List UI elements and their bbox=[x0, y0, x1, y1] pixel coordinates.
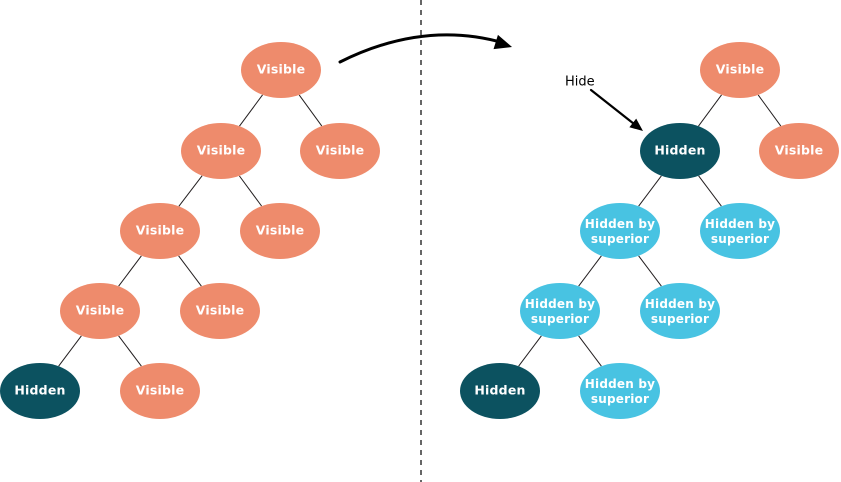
tree-node-hidden[interactable]: Hidden bbox=[640, 123, 720, 179]
node-ellipse[interactable] bbox=[60, 283, 140, 339]
hide-annotation: Hide bbox=[565, 75, 643, 131]
hide-annotation-arrow-line bbox=[589, 88, 637, 126]
node-ellipse[interactable] bbox=[120, 363, 200, 419]
node-ellipse[interactable] bbox=[0, 363, 80, 419]
node-label: Visible bbox=[257, 62, 306, 77]
after-hide-edges bbox=[518, 94, 782, 367]
node-label: Visible bbox=[136, 223, 185, 238]
node-ellipse[interactable] bbox=[640, 123, 720, 179]
tree-node-visible[interactable]: Visible bbox=[241, 42, 321, 98]
tree-node-hidden[interactable]: Hidden bbox=[460, 363, 540, 419]
tree-node-visible[interactable]: Visible bbox=[181, 123, 261, 179]
node-ellipse[interactable] bbox=[580, 203, 660, 259]
hide-annotation-label: Hide bbox=[565, 75, 595, 90]
tree-node-visible[interactable]: Visible bbox=[120, 203, 200, 259]
tree-node-visible[interactable]: Visible bbox=[300, 123, 380, 179]
tree-edge bbox=[239, 94, 263, 127]
node-ellipse[interactable] bbox=[300, 123, 380, 179]
transition-arrow bbox=[338, 33, 512, 64]
node-label: Visible bbox=[775, 143, 824, 158]
node-label: Visible bbox=[76, 303, 125, 318]
tree-edge bbox=[178, 175, 203, 207]
tree-edge bbox=[238, 175, 263, 207]
tree-node-hidden[interactable]: Hidden bbox=[0, 363, 80, 419]
node-label: Visible bbox=[716, 62, 765, 77]
node-ellipse[interactable] bbox=[120, 203, 200, 259]
node-ellipse[interactable] bbox=[180, 283, 260, 339]
tree-edge bbox=[298, 94, 323, 127]
transition-arrow-head bbox=[493, 34, 512, 50]
node-ellipse[interactable] bbox=[240, 203, 320, 259]
tree-edge bbox=[638, 175, 662, 207]
node-label: Hidden bbox=[654, 143, 705, 158]
tree-edge bbox=[578, 255, 602, 287]
node-label: Hidden bbox=[474, 383, 525, 398]
tree-edge bbox=[578, 335, 602, 367]
node-ellipse[interactable] bbox=[700, 42, 780, 98]
node-label: Visible bbox=[316, 143, 365, 158]
tree-edge bbox=[757, 94, 782, 127]
tree-edge bbox=[518, 335, 542, 367]
tree-node-visible[interactable]: Visible bbox=[240, 203, 320, 259]
node-label: Hidden bbox=[14, 383, 65, 398]
tree-node-visible[interactable]: Visible bbox=[180, 283, 260, 339]
node-ellipse[interactable] bbox=[640, 283, 720, 339]
node-ellipse[interactable] bbox=[700, 203, 780, 259]
tree-edge bbox=[178, 255, 202, 287]
node-ellipse[interactable] bbox=[181, 123, 261, 179]
tree-node-visible[interactable]: Visible bbox=[120, 363, 200, 419]
tree-edge bbox=[58, 335, 82, 367]
transition-arrow-curve bbox=[338, 33, 506, 64]
tree-edge bbox=[638, 255, 662, 287]
node-label: Visible bbox=[136, 383, 185, 398]
before-hide-edges bbox=[58, 94, 323, 367]
tree-edge bbox=[118, 255, 142, 287]
node-ellipse[interactable] bbox=[580, 363, 660, 419]
hide-annotation-arrow-head bbox=[629, 118, 643, 131]
node-label: Visible bbox=[196, 303, 245, 318]
node-ellipse[interactable] bbox=[460, 363, 540, 419]
tree-edge bbox=[698, 94, 722, 127]
tree-node-visible[interactable]: Visible bbox=[759, 123, 839, 179]
node-ellipse[interactable] bbox=[241, 42, 321, 98]
node-ellipse[interactable] bbox=[520, 283, 600, 339]
tree-edge bbox=[118, 335, 142, 367]
node-ellipse[interactable] bbox=[759, 123, 839, 179]
tree-node-visible[interactable]: Visible bbox=[700, 42, 780, 98]
tree-edge bbox=[698, 175, 722, 207]
node-label: Visible bbox=[197, 143, 246, 158]
tree-node-visible[interactable]: Visible bbox=[60, 283, 140, 339]
node-label: Visible bbox=[256, 223, 305, 238]
